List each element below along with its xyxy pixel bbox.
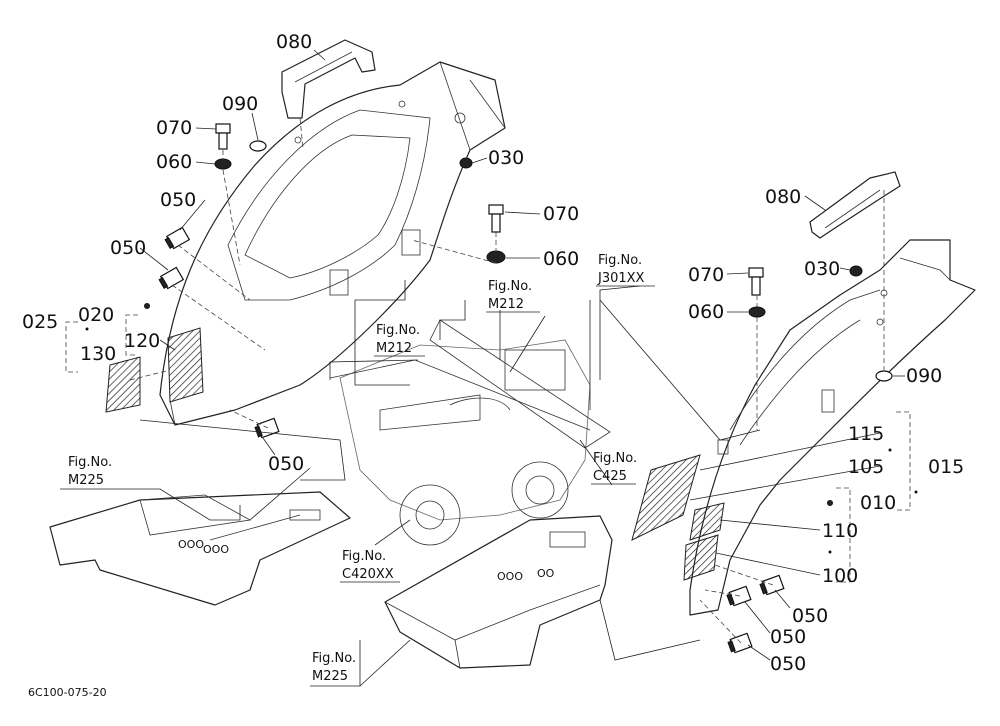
svg-text:C425: C425 xyxy=(593,469,627,484)
reflector-110 xyxy=(689,502,725,541)
drawing-code: 6C100-075-20 xyxy=(28,686,107,699)
callout-050-a: 050 xyxy=(160,189,196,211)
right-step-plate: OOO OO xyxy=(384,515,613,669)
figure-references: Fig.No. J301XX Fig.No. M212 Fig.No. M212… xyxy=(68,253,655,684)
callout-105: 105 xyxy=(848,456,884,478)
callout-010: 010 xyxy=(860,492,896,514)
fig-ref-c420xx: Fig.No. C420XX xyxy=(340,549,400,583)
callout-020: 020 xyxy=(78,304,114,326)
svg-text:C420XX: C420XX xyxy=(342,567,394,582)
callout-leaders xyxy=(139,49,905,661)
svg-text:OOO: OOO xyxy=(203,543,229,556)
callout-030-right: 030 xyxy=(804,258,840,280)
svg-text:Fig.No.: Fig.No. xyxy=(598,253,642,268)
svg-text:Fig.No.: Fig.No. xyxy=(376,323,420,338)
right-fender xyxy=(689,239,976,616)
reflector-120 xyxy=(167,327,204,403)
callout-labels: 080 090 070 060 030 050 050 050 070 060 … xyxy=(22,31,964,675)
reference-lines xyxy=(60,280,761,687)
left-step-plate: OOO OOO xyxy=(49,491,351,606)
fig-ref-m212-b: Fig.No. M212 xyxy=(374,323,425,357)
bracket-groups xyxy=(65,303,918,583)
svg-text:Fig.No.: Fig.No. xyxy=(593,451,637,466)
svg-text:M212: M212 xyxy=(376,341,412,356)
callout-015: 015 xyxy=(928,456,964,478)
callout-060-left: 060 xyxy=(156,151,192,173)
fig-ref-m225-b: Fig.No. M225 xyxy=(312,651,356,684)
right-hardware xyxy=(726,265,893,654)
fig-ref-c425: Fig.No. C425 xyxy=(591,451,637,485)
callout-060-right: 060 xyxy=(688,301,724,323)
fig-ref-m225-a: Fig.No. M225 xyxy=(68,455,112,488)
callout-080-right: 080 xyxy=(765,186,801,208)
reflector-130 xyxy=(105,356,141,413)
svg-text:M225: M225 xyxy=(312,669,348,684)
callout-050-b: 050 xyxy=(110,237,146,259)
callout-130: 130 xyxy=(80,343,116,365)
svg-text:Fig.No.: Fig.No. xyxy=(488,279,532,294)
svg-text:OO: OO xyxy=(537,567,555,580)
svg-text:OOO: OOO xyxy=(497,570,523,583)
svg-text:J301XX: J301XX xyxy=(597,271,645,286)
callout-030-left: 030 xyxy=(488,147,524,169)
callout-110: 110 xyxy=(822,520,858,542)
svg-text:M212: M212 xyxy=(488,297,524,312)
callout-070-left: 070 xyxy=(156,117,192,139)
callout-070-mid: 070 xyxy=(543,203,579,225)
callout-120: 120 xyxy=(124,330,160,352)
svg-text:Fig.No.: Fig.No. xyxy=(68,455,112,470)
fig-ref-m212-a: Fig.No. M212 xyxy=(486,279,540,313)
callout-100: 100 xyxy=(822,565,858,587)
center-transmission-ghost xyxy=(329,319,611,546)
explode-lines xyxy=(129,117,885,644)
fig-ref-j301xx: Fig.No. J301XX xyxy=(596,253,655,287)
svg-text:Fig.No.: Fig.No. xyxy=(312,651,356,666)
left-handle xyxy=(281,39,376,119)
callout-060-mid: 060 xyxy=(543,248,579,270)
reflector-115 xyxy=(631,454,701,541)
callout-090-right: 090 xyxy=(906,365,942,387)
left-fender xyxy=(159,61,506,426)
svg-text:OOO: OOO xyxy=(178,538,204,551)
callout-050-e: 050 xyxy=(770,626,806,648)
middle-hardware xyxy=(486,204,506,264)
right-handle xyxy=(809,171,901,239)
svg-text:M225: M225 xyxy=(68,473,104,488)
callout-115: 115 xyxy=(848,423,884,445)
callout-050-c: 050 xyxy=(268,453,304,475)
callout-025: 025 xyxy=(22,311,58,333)
callout-080-left: 080 xyxy=(276,31,312,53)
svg-text:Fig.No.: Fig.No. xyxy=(342,549,386,564)
reflector-100 xyxy=(683,534,719,581)
callout-070-right: 070 xyxy=(688,264,724,286)
callout-090-left: 090 xyxy=(222,93,258,115)
callout-050-f: 050 xyxy=(770,653,806,675)
callout-050-d: 050 xyxy=(792,605,828,627)
